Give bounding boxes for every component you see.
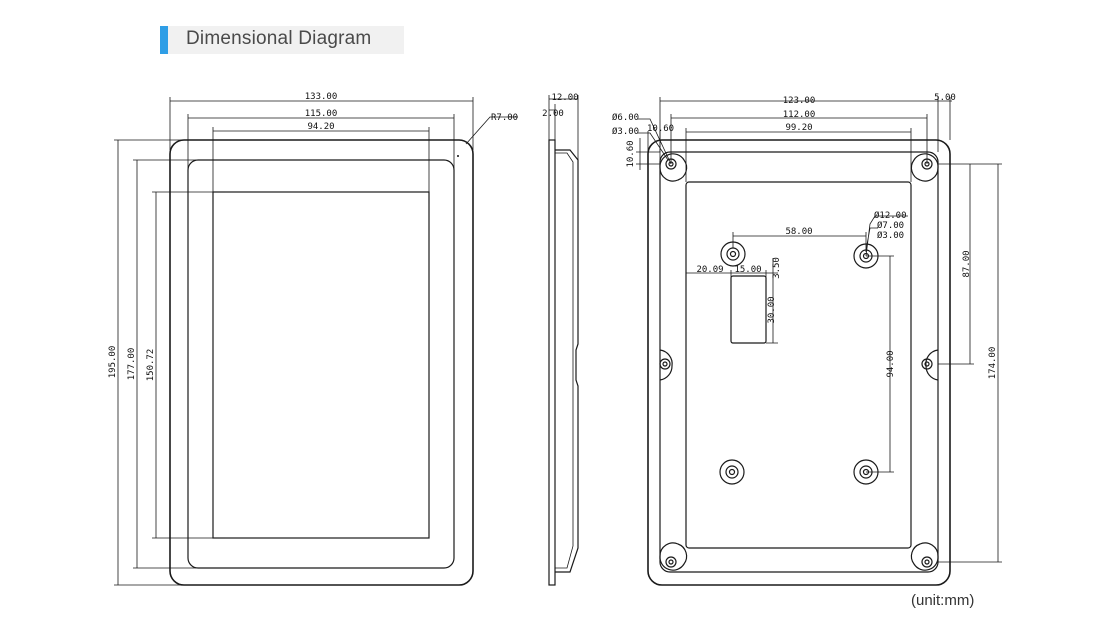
mount-hole-mid-left xyxy=(659,349,673,381)
dim-cutout-gap: 3.50 xyxy=(772,257,782,279)
dim-cutout-height: 30.00 xyxy=(767,296,777,323)
dim-back-width-holes: 112.00 xyxy=(783,110,816,120)
dim-boss-d12: Ø12.00 xyxy=(874,210,907,221)
front-bezel xyxy=(187,159,455,569)
dim-radius: R7.00 xyxy=(491,113,518,123)
dim-back-edge: 5.00 xyxy=(934,93,956,103)
dim-side-step: 2.00 xyxy=(542,109,564,119)
mount-hole-top-left xyxy=(659,153,688,182)
front-outer-frame xyxy=(169,139,474,586)
dim-cutout-offset: 20.09 xyxy=(696,265,723,275)
dim-width-active: 94.20 xyxy=(307,122,334,132)
dim-hole-spacing-y-half: 87.00 xyxy=(962,250,972,277)
title-accent-bar xyxy=(160,26,168,54)
hole-spacing-y-lines xyxy=(938,163,1002,563)
connector-cutout xyxy=(730,275,767,344)
side-inner-line xyxy=(555,152,574,569)
side-view: 12.00 2.00 xyxy=(542,93,579,586)
dim-side-depth: 12.00 xyxy=(551,93,578,103)
back-plate xyxy=(685,181,912,549)
dim-width-mid: 115.00 xyxy=(305,109,338,119)
dim-boss-d3: Ø3.00 xyxy=(877,230,904,241)
back-outer-frame xyxy=(647,139,951,586)
front-view: 133.00 115.00 94.20 R7.00 195.00 177.00 … xyxy=(108,92,518,586)
page-title: Dimensional Diagram xyxy=(186,28,372,49)
boss-spacing-x-line xyxy=(732,232,867,252)
dim-boss-spacing-x: 58.00 xyxy=(785,227,812,237)
dim-height-active: 150.72 xyxy=(146,349,156,382)
dim-offset-y: 10.60 xyxy=(626,140,636,167)
dim-hole-d6: Ø6.00 xyxy=(612,112,639,123)
mount-hole-top-right xyxy=(910,153,939,182)
dim-width-outer: 133.00 xyxy=(305,92,338,102)
dim-height-outer: 195.00 xyxy=(108,346,118,379)
front-sensor-dot xyxy=(457,155,459,157)
dim-back-width-total: 123.00 xyxy=(783,96,816,106)
radius-leader xyxy=(465,116,518,145)
boss-bottom-left xyxy=(719,459,745,485)
dim-boss-d7: Ø7.00 xyxy=(877,220,904,231)
dim-back-width-plate: 99.20 xyxy=(785,123,812,133)
dim-cutout-width: 15.00 xyxy=(734,265,761,275)
side-glass xyxy=(548,139,556,586)
title-block: Dimensional Diagram xyxy=(160,26,404,54)
front-height-dims xyxy=(114,139,265,586)
mount-hole-bottom-right xyxy=(910,542,939,571)
dim-height-mid: 177.00 xyxy=(127,348,137,381)
side-body xyxy=(555,149,579,573)
dim-offset-x: 10.60 xyxy=(647,124,674,134)
dim-boss-spacing-y: 94.00 xyxy=(886,350,896,377)
unit-label: (unit:mm) xyxy=(911,592,975,609)
boss-spacing-y-line xyxy=(866,255,894,473)
dim-hole-spacing-y: 174.00 xyxy=(988,347,998,380)
front-active-area xyxy=(212,191,430,539)
cutout-dim-lines xyxy=(685,258,778,344)
mount-hole-mid-right xyxy=(921,349,939,381)
back-view: 123.00 112.00 99.20 5.00 Ø6.00 Ø3.00 10.… xyxy=(612,93,1002,586)
mount-hole-bottom-left xyxy=(659,542,688,571)
dim-hole-d3: Ø3.00 xyxy=(612,126,639,137)
boss-leaders xyxy=(865,215,908,257)
corner-hole-leaders xyxy=(638,118,672,165)
